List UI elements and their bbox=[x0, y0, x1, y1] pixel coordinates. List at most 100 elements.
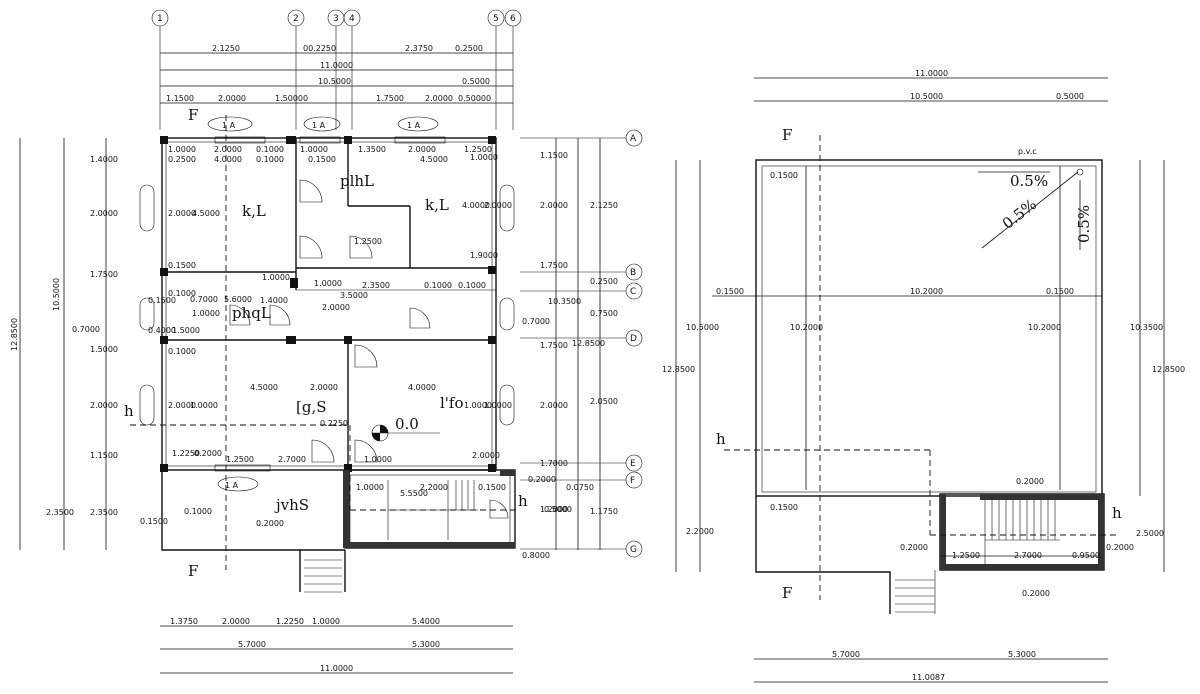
interior-dim-1: 2.0000 bbox=[214, 145, 242, 154]
roof-dim-bottom-2: 5.3000 bbox=[1008, 650, 1036, 659]
section-f-bottom: F bbox=[188, 562, 198, 580]
interior-dim-53: 0.1500 bbox=[478, 483, 506, 492]
roof-dim-mid-w: 10.2000 bbox=[910, 287, 943, 296]
interior-dim-20: 0.1500 bbox=[168, 261, 196, 270]
interior-dim-14: 4.5000 bbox=[192, 209, 220, 218]
dim-bottom-1: 1.3750 bbox=[170, 617, 198, 626]
interior-dim-9: 0.1000 bbox=[256, 155, 284, 164]
interior-dim-48: 2.7000 bbox=[278, 455, 306, 464]
window-tag-2: 1 A bbox=[312, 121, 326, 130]
roof-dim-left-small2: 0.1500 bbox=[770, 503, 798, 512]
roof-dim-top-total1: 11.0000 bbox=[915, 69, 948, 78]
dim-right-small-2: 0.5000 bbox=[544, 505, 572, 514]
interior-dim-44: 2.0000 bbox=[472, 451, 500, 460]
interior-dim-34: 5.6000 bbox=[224, 295, 252, 304]
interior-dim-4: 1.3500 bbox=[358, 145, 386, 154]
interior-dim-46: 0.2000 bbox=[194, 449, 222, 458]
dim-right-7: 1.7000 bbox=[540, 459, 568, 468]
interior-dim-10: 0.1500 bbox=[308, 155, 336, 164]
roof-dim-vert-right-low: 2.5000 bbox=[1136, 529, 1164, 538]
roof-dim-top-total2-right: 0.5000 bbox=[1056, 92, 1084, 101]
interior-dim-29: 0.1000 bbox=[168, 289, 196, 298]
grid-row-c: C bbox=[630, 287, 636, 297]
interior-dim-54: 0.1000 bbox=[184, 507, 212, 516]
interior-dim-47: 1.2500 bbox=[226, 455, 254, 464]
dim-left-mid: 10.5000 bbox=[52, 278, 61, 311]
interior-dim-39: 2.0000 bbox=[168, 401, 196, 410]
dim-left-2: 2.0000 bbox=[90, 209, 118, 218]
dim-left-4: 0.7000 bbox=[72, 325, 100, 334]
interior-dim-12: 1.0000 bbox=[470, 153, 498, 162]
room-dining: l'fo bbox=[440, 394, 464, 412]
interior-dim-41: 1.0000 bbox=[464, 401, 492, 410]
interior-dim-40: 1.0000 bbox=[190, 401, 218, 410]
interior-dim-50: 1.0000 bbox=[356, 483, 384, 492]
grid-row-e: E bbox=[630, 459, 636, 469]
grid-col-3: 3 bbox=[333, 14, 339, 24]
room-verandah: jvhS bbox=[274, 496, 309, 514]
dim-right-total-a: 10.3500 bbox=[548, 297, 581, 306]
interior-dim-17: 1.2500 bbox=[354, 237, 382, 246]
grid-row-b: B bbox=[630, 268, 636, 278]
roof-dim-stair-top: 0.2000 bbox=[1016, 477, 1044, 486]
interior-dim-49: 1.0000 bbox=[364, 455, 392, 464]
interior-dim-52: 5.5500 bbox=[400, 489, 428, 498]
grid-row-a: A bbox=[630, 134, 637, 144]
section-lines: h h F F bbox=[124, 106, 528, 580]
roof-dim-stair-side-left: 0.2000 bbox=[900, 543, 928, 552]
interior-dim-45: 1.2250 bbox=[172, 449, 200, 458]
top-dimensions: 2.1250 00.2250 2.3750 0.2500 11.0000 10.… bbox=[160, 44, 513, 104]
dim-bottom-5: 5.4000 bbox=[412, 617, 440, 626]
grid-col-1: 1 bbox=[157, 14, 163, 24]
interior-dim-25: 3.5000 bbox=[340, 291, 368, 300]
interior-dim-11: 4.5000 bbox=[420, 155, 448, 164]
grid-col-6: 6 bbox=[510, 14, 516, 24]
dim-right-8: 1.2000 bbox=[540, 505, 568, 514]
section-h-left: h bbox=[124, 402, 134, 420]
dim-right-small-3: 0.8000 bbox=[522, 551, 550, 560]
roof-dim-bottom-1: 5.7000 bbox=[832, 650, 860, 659]
room-bath-mid: phqL bbox=[232, 304, 271, 322]
left-dimensions: 12.8500 10.5000 2.3500 1.4000 2.0000 1.7… bbox=[10, 138, 118, 550]
right-dimensions: 1.1500 2.0000 1.7500 0.7000 1.7500 2.000… bbox=[522, 138, 618, 560]
grid-row-g: G bbox=[630, 545, 637, 555]
roof-dim-vert-mid2: 10.2000 bbox=[1028, 323, 1061, 332]
roof-dim-vert-left-low: 2.2000 bbox=[686, 527, 714, 536]
interior-dim-28: 0.1500 bbox=[148, 296, 176, 305]
section-h-right: h bbox=[518, 492, 528, 510]
dim-top-total1: 11.0000 bbox=[320, 61, 353, 70]
dim-top-3: 2.3750 bbox=[405, 44, 433, 53]
interior-dim-13: 2.0000 bbox=[168, 209, 196, 218]
dim-bottom-4: 1.0000 bbox=[312, 617, 340, 626]
dim-left-5: 1.5000 bbox=[90, 345, 118, 354]
interior-dim-27: 2.0000 bbox=[322, 303, 350, 312]
room-living: [g,S bbox=[296, 398, 327, 416]
grid-row-d: D bbox=[630, 334, 637, 344]
roof-section-f-top: F bbox=[782, 126, 792, 144]
dim-left-7: 1.1500 bbox=[90, 451, 118, 460]
interior-dim-8: 4.0000 bbox=[214, 155, 242, 164]
interior-dim-37: 2.0000 bbox=[310, 383, 338, 392]
interior-dim-42: 1.0000 bbox=[484, 401, 512, 410]
grid-col-5: 5 bbox=[493, 14, 499, 24]
roof-plan: 11.0000 10.5000 0.5000 bbox=[662, 69, 1185, 683]
window-tag-1: 1 A bbox=[222, 121, 236, 130]
dim-bottom-7: 5.3000 bbox=[412, 640, 440, 649]
dim-top-total2: 10.5000 bbox=[318, 77, 351, 86]
interior-dim-19: 1.0000 bbox=[262, 273, 290, 282]
interior-dim-24: 0.1000 bbox=[458, 281, 486, 290]
dim-right-2: 2.0000 bbox=[540, 201, 568, 210]
roof-dim-vert-right-b: 12.8500 bbox=[1152, 365, 1185, 374]
roof-dim-left-small: 0.1500 bbox=[770, 171, 798, 180]
dim-bottom-3: 1.2250 bbox=[276, 617, 304, 626]
dim-top-total2-right: 0.5000 bbox=[462, 77, 490, 86]
dim-right-3: 1.7500 bbox=[540, 261, 568, 270]
roof-dim-stair-side-right: 0.2000 bbox=[1106, 543, 1134, 552]
interior-dim-5: 2.0000 bbox=[408, 145, 436, 154]
interior-dim-33: 1.0000 bbox=[192, 309, 220, 318]
dim-left-1: 1.4000 bbox=[90, 155, 118, 164]
grid-row-f: F bbox=[630, 476, 635, 486]
interior-dim-32: 1.5000 bbox=[172, 326, 200, 335]
window-tag-3: 1 A bbox=[407, 121, 421, 130]
